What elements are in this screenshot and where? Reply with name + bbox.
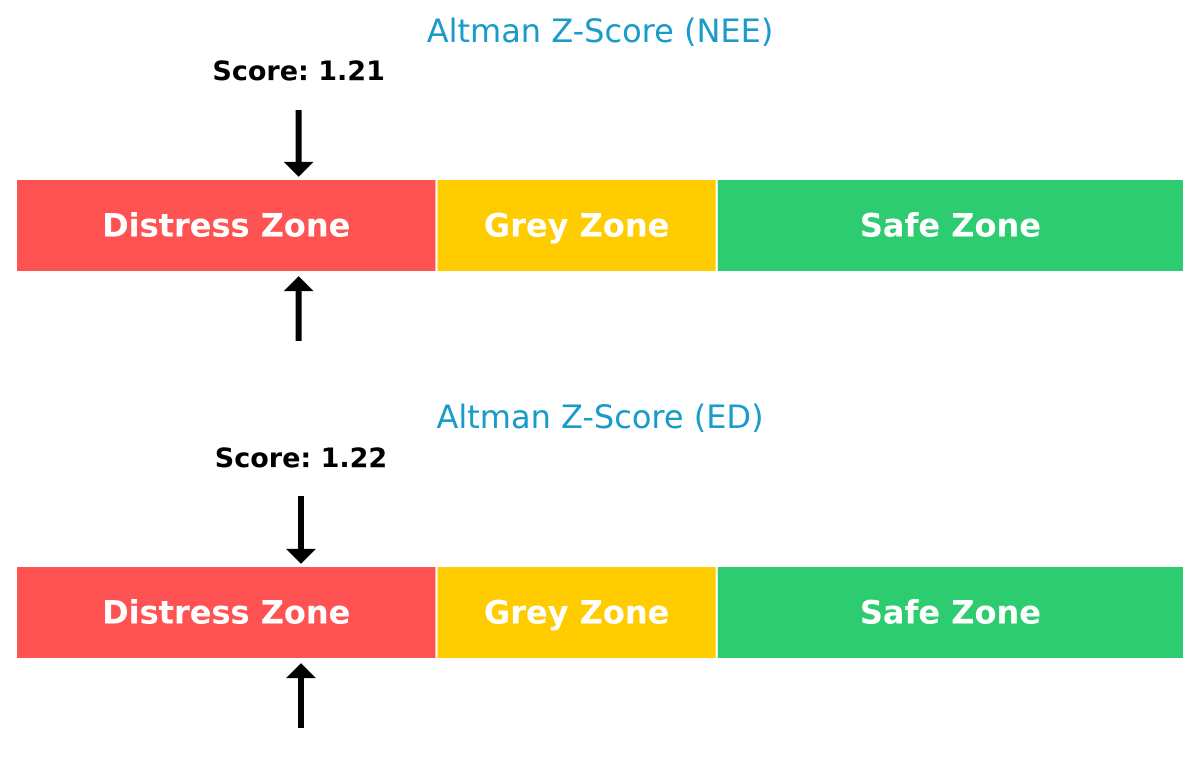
score-label: Score: 1.21 [212,56,384,87]
zone-label: Distress Zone [102,594,350,632]
zone-bar [15,565,438,660]
zone-bar [435,178,718,273]
zone-label: Distress Zone [102,207,350,245]
zone-label: Grey Zone [484,207,669,245]
zone-label: Grey Zone [484,594,669,632]
gauge-title: Altman Z-Score (ED) [436,398,763,436]
zone-bar [715,565,1185,660]
zone-bar [715,178,1185,273]
zone-label: Safe Zone [860,594,1041,632]
zone-bar [15,178,438,273]
zone-label: Safe Zone [860,207,1041,245]
gauge-title: Altman Z-Score (NEE) [427,12,774,50]
score-label: Score: 1.22 [215,443,387,474]
gauge-panel: Altman Z-Score (ED) Distress Zone Grey Zon… [15,398,1185,728]
gauge-panel: Altman Z-Score (NEE) Distress Zone Grey Zo… [15,12,1185,341]
